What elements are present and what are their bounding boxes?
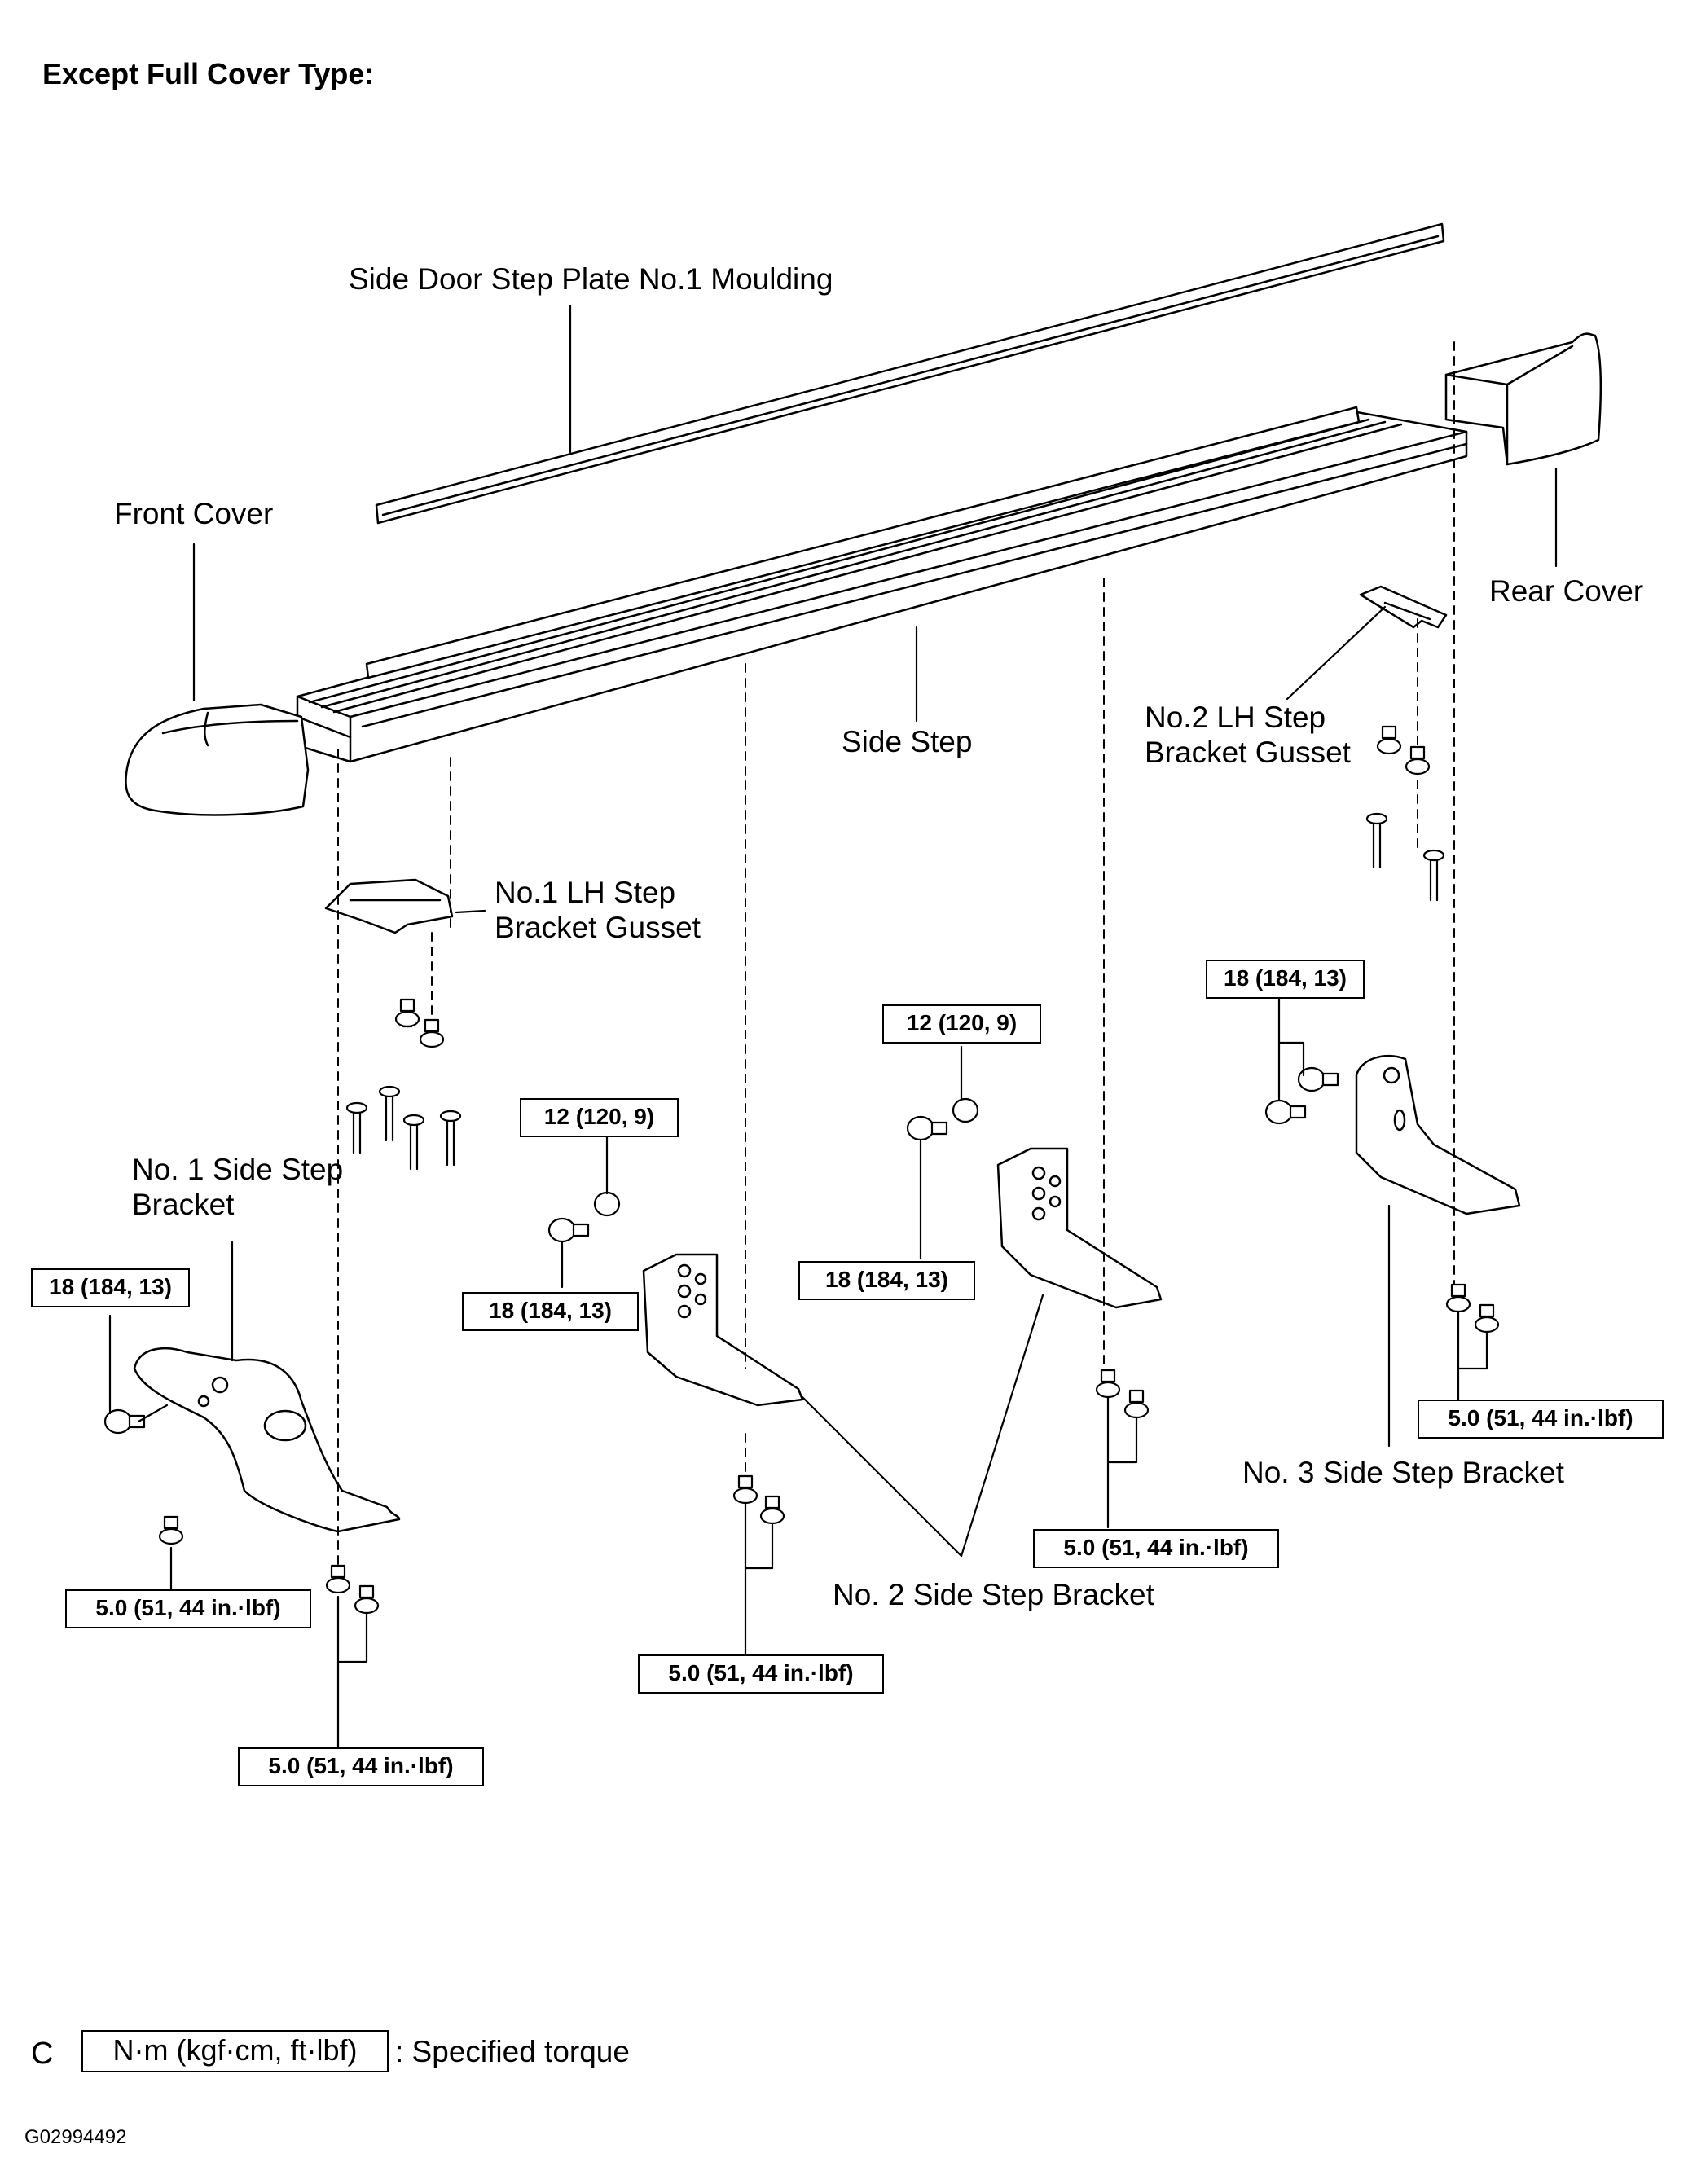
torque-box: 18 (184, 13) [462,1292,639,1331]
bracket1-label: No. 1 Side Step Bracket [132,1153,344,1221]
torque-box: 5.0 (51, 44 in.·lbf) [638,1654,884,1694]
side-step-label: Side Step [842,725,973,758]
torque-box: 5.0 (51, 44 in.·lbf) [65,1589,311,1628]
torque-box: 18 (184, 13) [798,1261,975,1300]
legend-box: N·m (kgf·cm, ft·lbf) [81,2030,389,2072]
torque-box: 18 (184, 13) [1206,960,1365,999]
bracket2a-part [642,1253,804,1407]
torque-box: 5.0 (51, 44 in.·lbf) [1033,1529,1279,1568]
footer-letter: C [31,2037,54,2071]
figure-code: G02994492 [24,2126,127,2148]
bracket2-label: No. 2 Side Step Bracket [833,1578,1154,1611]
diagram-title: Except Full Cover Type: [42,57,375,90]
rear-cover-part [1444,332,1602,466]
leader-lines [108,304,1558,1749]
torque-box: 5.0 (51, 44 in.·lbf) [238,1747,484,1786]
moulding-part [375,222,1445,525]
alignment-lines [337,341,1455,1573]
side-step-part [296,406,1468,763]
torque-box: 12 (120, 9) [520,1098,679,1137]
front-cover-part [125,703,310,816]
bracket1-part [133,1347,401,1533]
front-cover-label: Front Cover [114,497,274,530]
bracket3-label: No. 3 Side Step Bracket [1242,1456,1564,1489]
bracket2b-part [996,1147,1163,1309]
gusset1-label: No.1 LH Step Bracket Gusset [495,876,701,944]
rear-cover-label: Rear Cover [1489,574,1644,608]
torque-box: 5.0 (51, 44 in.·lbf) [1418,1400,1664,1439]
bracket3-part [1355,1054,1521,1215]
gusset2-part [1359,585,1448,629]
moulding-label: Side Door Step Plate No.1 Moulding [349,262,833,296]
torque-box: 18 (184, 13) [31,1268,190,1307]
gusset2-label: No.2 LH Step Bracket Gusset [1145,701,1351,769]
torque-box: 12 (120, 9) [882,1004,1041,1044]
legend-text: : Specified torque [395,2035,630,2068]
bolts [103,725,1500,1615]
gusset1-part [324,878,454,934]
